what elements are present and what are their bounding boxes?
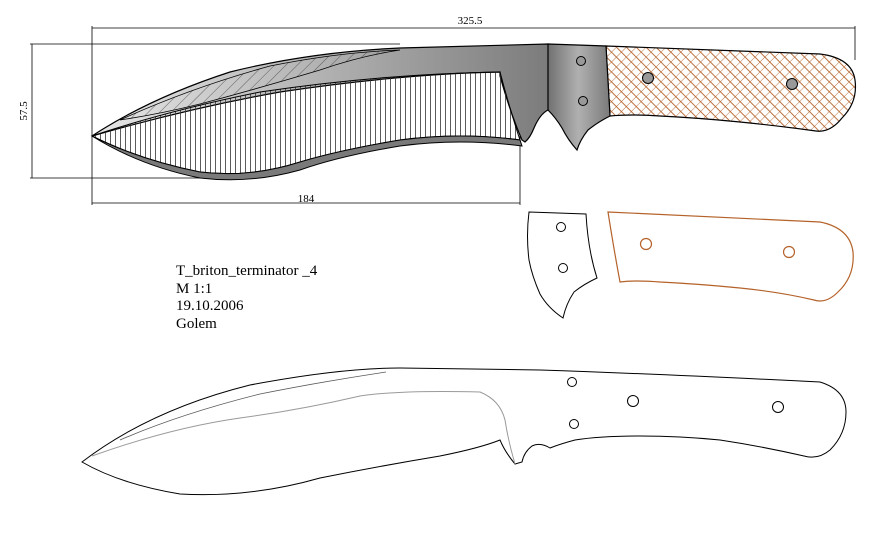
- bolster-pin-bottom: [578, 96, 588, 106]
- edge-bevel: [91, 135, 523, 181]
- scale-label: M 1:1: [176, 280, 213, 297]
- component-outlines: [527, 211, 854, 319]
- bolster-outline-pin-top: [556, 222, 566, 232]
- scale-outline: [607, 211, 854, 302]
- outline-pin-rear: [772, 401, 784, 413]
- spine-bevel: [119, 49, 401, 121]
- outline-pin-bolster-bottom: [569, 419, 579, 429]
- scale-outline-pin-front: [639, 237, 653, 251]
- handle-pin-rear: [786, 78, 798, 90]
- outline-pin-bolster-top: [567, 377, 577, 387]
- blade-length-label: 184: [298, 193, 315, 205]
- date-label: 19.10.2006: [176, 298, 244, 314]
- overall-length-label: 325.5: [458, 15, 483, 27]
- handle-scale: [605, 45, 857, 132]
- grind-line: [91, 391, 516, 465]
- clip-line: [119, 371, 387, 441]
- bolster-pin-top: [576, 56, 586, 66]
- bolster-outline-pin-bottom: [558, 263, 568, 273]
- dimension-lines: [30, 26, 856, 205]
- drawing-caption: T_briton_terminator _4 M 1:1 19.10.2006 …: [176, 263, 317, 333]
- outline-knife-profile: [81, 367, 847, 496]
- primary-grind: [90, 71, 521, 175]
- model-name: T_briton_terminator _4: [176, 263, 318, 279]
- outline-pin-front: [627, 395, 639, 407]
- scale-outline-pin-rear: [782, 245, 796, 259]
- handle-pin-front: [642, 72, 654, 84]
- outline-knife: [81, 367, 847, 496]
- rendered-knife: [90, 43, 857, 181]
- height-label: 57.5: [18, 101, 30, 121]
- author-label: Golem: [176, 315, 217, 332]
